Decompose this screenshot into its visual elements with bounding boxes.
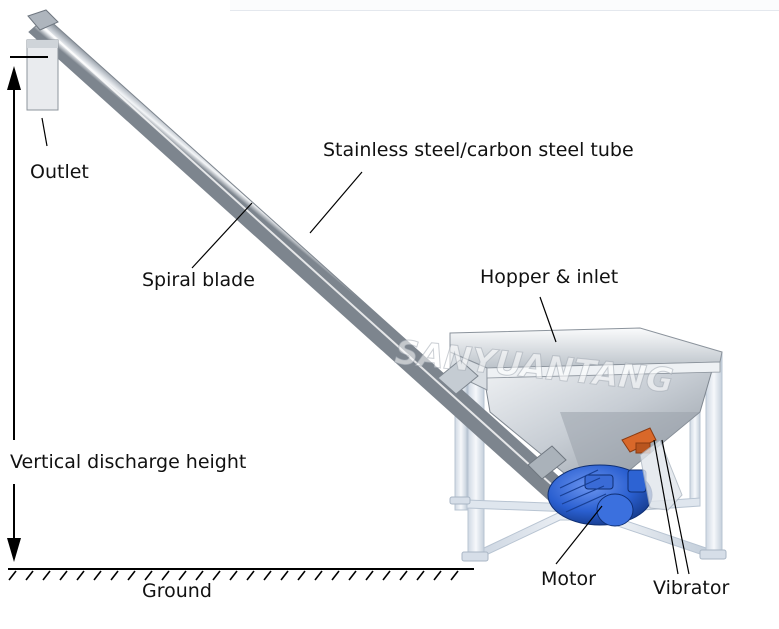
- label-vertical-height: Vertical discharge height: [10, 451, 247, 473]
- ground-hatch-mark: [42, 570, 51, 581]
- ground-hatch-mark: [178, 570, 187, 581]
- ground-hatch-mark: [212, 570, 221, 581]
- ground-line: [8, 568, 474, 581]
- conveyor-tube: [28, 16, 581, 513]
- label-hopper: Hopper & inlet: [480, 266, 619, 288]
- ground-hatch-mark: [195, 570, 204, 581]
- ground-hatch-mark: [365, 570, 374, 581]
- ground-hatch-mark: [59, 570, 68, 581]
- label-vibrator: Vibrator: [653, 577, 730, 599]
- ground-hatch-mark: [263, 570, 272, 581]
- vertical-height-arrow: [7, 56, 48, 562]
- ground-hatch-mark: [348, 570, 357, 581]
- ground-hatch-mark: [144, 570, 153, 581]
- ground-hatch-mark: [161, 570, 170, 581]
- ground-hatch-mark: [246, 570, 255, 581]
- motor: [547, 464, 653, 527]
- ground-hatch-mark: [229, 570, 238, 581]
- ground-hatch-mark: [399, 570, 408, 581]
- ground-hatch-mark: [93, 570, 102, 581]
- ground-hatch-mark: [314, 570, 323, 581]
- label-tube: Stainless steel/carbon steel tube: [323, 139, 634, 161]
- ground-hatch-mark: [76, 570, 85, 581]
- label-ground: Ground: [142, 580, 212, 602]
- outlet-spout: [26, 9, 59, 111]
- ground-hatch-mark: [127, 570, 136, 581]
- ground-hatch-mark: [382, 570, 391, 581]
- ground-hatch-mark: [416, 570, 425, 581]
- ground-hatch-mark: [433, 570, 442, 581]
- top-frame-strip: [230, 0, 779, 11]
- ground-hatch-mark: [331, 570, 340, 581]
- ground-hatch-mark: [450, 570, 459, 581]
- ground-hatch-mark: [280, 570, 289, 581]
- label-outlet: Outlet: [30, 161, 89, 183]
- leader-lines: [41, 117, 690, 575]
- ground-hatch-mark: [8, 570, 17, 581]
- ground-hatch-mark: [110, 570, 119, 581]
- ground-hatch-mark: [25, 570, 34, 581]
- label-spiral-blade: Spiral blade: [142, 269, 255, 291]
- label-motor: Motor: [541, 568, 596, 590]
- ground-hatch-mark: [297, 570, 306, 581]
